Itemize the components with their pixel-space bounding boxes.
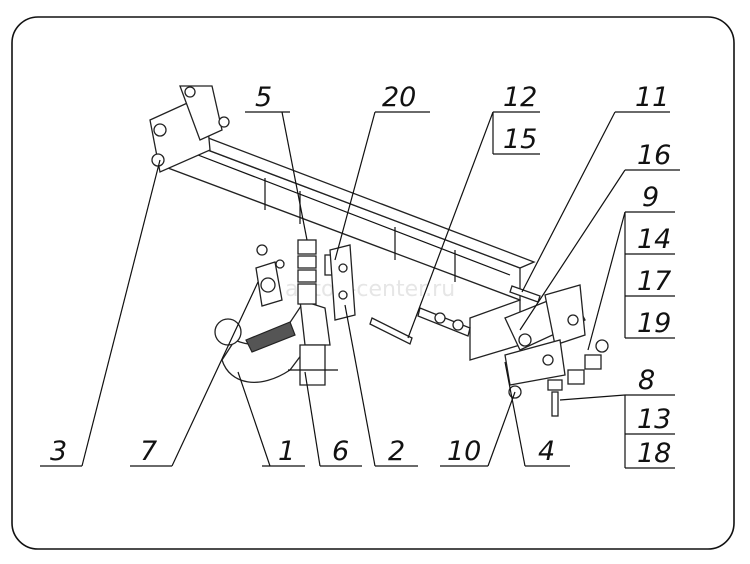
callout-14: 14 bbox=[637, 224, 671, 255]
callout-12: 12 bbox=[503, 82, 537, 113]
socket-bracket bbox=[255, 244, 285, 307]
callout-17: 17 bbox=[637, 266, 671, 297]
callout-9: 9 bbox=[642, 182, 659, 213]
callout-8: 8 bbox=[638, 365, 655, 396]
callout-10: 10 bbox=[447, 436, 481, 467]
callout-16: 16 bbox=[637, 140, 671, 171]
hitch-body bbox=[214, 298, 338, 386]
callout-7: 7 bbox=[140, 436, 157, 467]
callout-5: 5 bbox=[255, 82, 272, 113]
diagram-frame bbox=[11, 16, 735, 550]
callout-19: 19 bbox=[637, 308, 671, 339]
callout-2: 2 bbox=[388, 436, 405, 467]
callout-labels: 5 20 12 15 11 16 9 14 17 19 8 13 18 3 7 … bbox=[50, 82, 671, 469]
fastener-stack-center bbox=[297, 239, 334, 305]
long-bolts bbox=[369, 307, 471, 345]
right-mounting-bracket bbox=[469, 284, 586, 386]
callout-11: 11 bbox=[635, 82, 669, 113]
callout-4: 4 bbox=[538, 436, 555, 467]
callout-1: 1 bbox=[278, 436, 295, 467]
callout-3: 3 bbox=[50, 436, 67, 467]
middle-plate bbox=[329, 244, 356, 321]
callout-6: 6 bbox=[332, 436, 349, 467]
callout-18: 18 bbox=[637, 438, 671, 469]
right-fasteners bbox=[508, 285, 609, 417]
left-mounting-bracket bbox=[149, 85, 230, 173]
callout-13: 13 bbox=[637, 404, 671, 435]
callout-15: 15 bbox=[503, 124, 537, 155]
leader-lines bbox=[40, 111, 680, 469]
callout-20: 20 bbox=[382, 82, 416, 113]
